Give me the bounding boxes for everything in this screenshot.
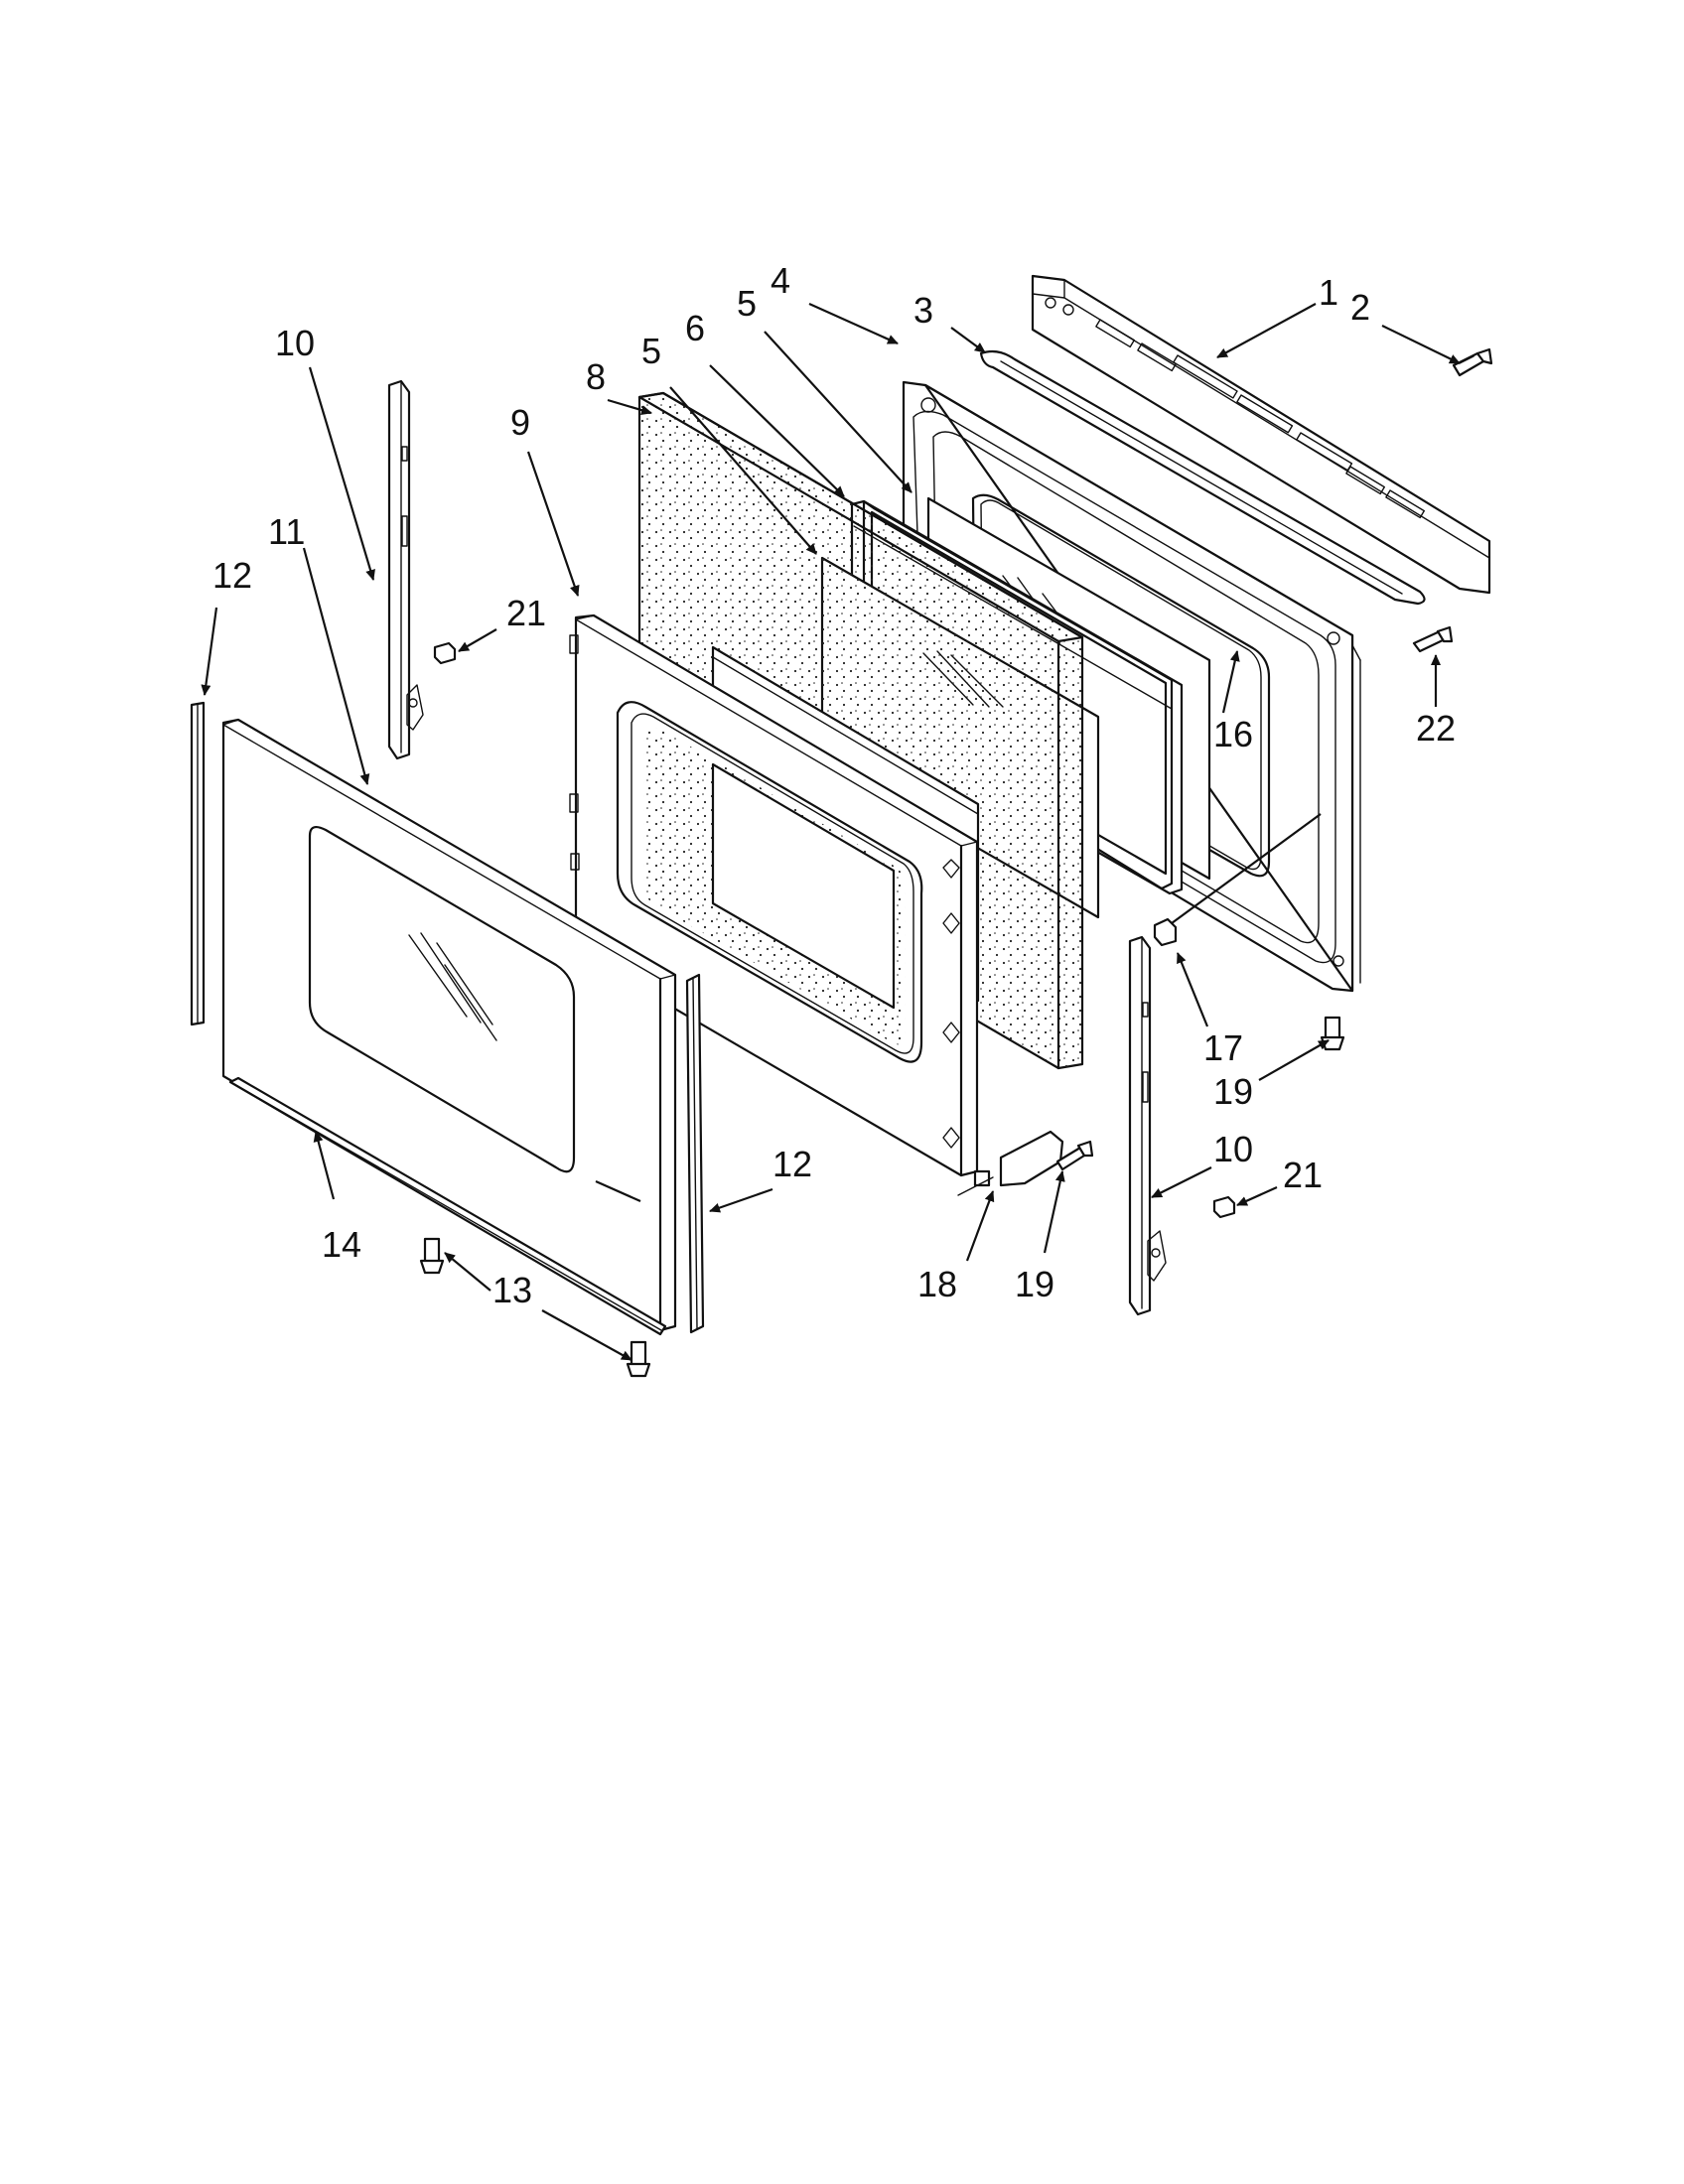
callout-12-left: 12: [212, 555, 252, 596]
part-13-screw-a: [419, 1237, 445, 1275]
callout-19-upper: 19: [1213, 1071, 1253, 1112]
callout-18: 18: [917, 1264, 957, 1304]
callout-1: 1: [1319, 272, 1338, 313]
callout-13: 13: [492, 1270, 532, 1310]
callout-10-upper: 10: [275, 323, 315, 363]
part-19-screw-b: [1320, 1016, 1345, 1051]
part-14-bottom-trim: [228, 1076, 667, 1336]
part-19-screw-a: [1055, 1140, 1094, 1171]
part-21-clip-lower: [1212, 1195, 1236, 1219]
callout-11: 11: [268, 511, 305, 552]
callout-19-lower: 19: [1015, 1264, 1054, 1304]
callout-2: 2: [1350, 287, 1370, 328]
callout-21-lower: 21: [1283, 1155, 1323, 1195]
part-1-control-panel: [1031, 274, 1491, 595]
callout-21-upper: 21: [506, 593, 546, 633]
callout-4: 4: [771, 260, 790, 301]
callout-5-lower: 5: [641, 331, 661, 371]
part-11-outer-door: [221, 718, 677, 1332]
part-10-hinge-left: [387, 379, 424, 760]
callout-5-upper: 5: [737, 283, 757, 324]
callout-16: 16: [1213, 714, 1253, 754]
part-10-hinge-right: [1128, 935, 1167, 1316]
callout-6: 6: [685, 308, 705, 348]
part-17-bracket: [1153, 917, 1178, 947]
part-12-side-trim-left: [190, 701, 206, 1026]
callout-labels: 1 2 3 4 5 5 6 8 9 10 10 11 12 12 13 14 1…: [212, 260, 1456, 1310]
callout-12-right: 12: [772, 1144, 812, 1184]
part-12-side-trim-right: [685, 973, 705, 1334]
callout-22: 22: [1416, 708, 1456, 749]
callout-8: 8: [586, 356, 606, 397]
part-2-screw: [1452, 347, 1493, 377]
leader-lines: [201, 302, 1461, 1361]
callout-3: 3: [913, 290, 933, 331]
part-3-trim-strip: [979, 349, 1426, 606]
callout-17: 17: [1203, 1027, 1243, 1068]
part-21-clip-upper: [433, 641, 457, 665]
callout-9: 9: [510, 402, 530, 443]
part-18-hinge-mount: [957, 1130, 1064, 1196]
callout-10-lower: 10: [1213, 1129, 1253, 1169]
callout-14: 14: [322, 1224, 361, 1265]
part-13-screw-b: [626, 1340, 651, 1378]
part-22-screw: [1412, 625, 1454, 653]
